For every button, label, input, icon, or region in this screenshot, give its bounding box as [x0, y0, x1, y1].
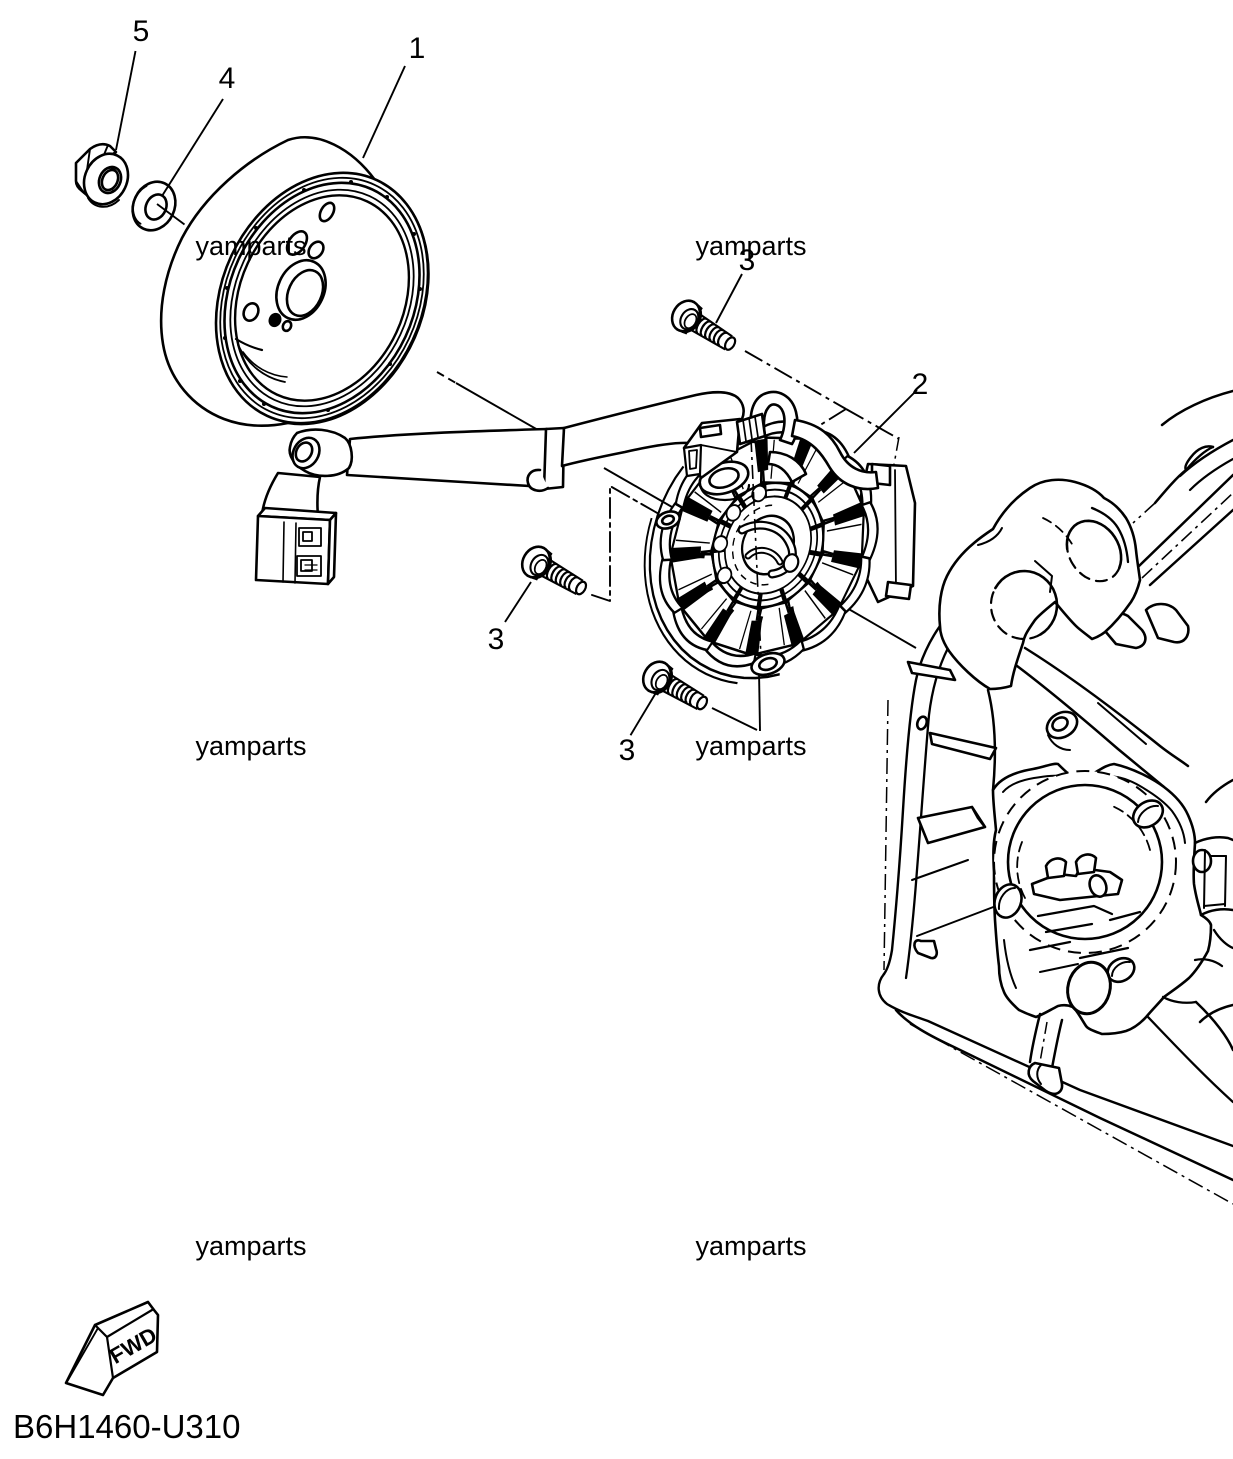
svg-text:5: 5	[133, 15, 150, 48]
svg-text:yamparts: yamparts	[195, 231, 306, 261]
svg-text:B6H1460-U310: B6H1460-U310	[13, 1408, 241, 1445]
svg-text:3: 3	[739, 244, 756, 277]
svg-text:yamparts: yamparts	[695, 231, 806, 261]
svg-text:1: 1	[409, 32, 426, 65]
svg-text:yamparts: yamparts	[695, 1231, 806, 1261]
svg-text:4: 4	[219, 62, 236, 95]
svg-text:2: 2	[912, 368, 929, 401]
svg-text:3: 3	[488, 623, 505, 656]
svg-text:yamparts: yamparts	[195, 1231, 306, 1261]
svg-text:yamparts: yamparts	[695, 731, 806, 761]
svg-text:yamparts: yamparts	[195, 731, 306, 761]
svg-text:3: 3	[619, 734, 636, 767]
